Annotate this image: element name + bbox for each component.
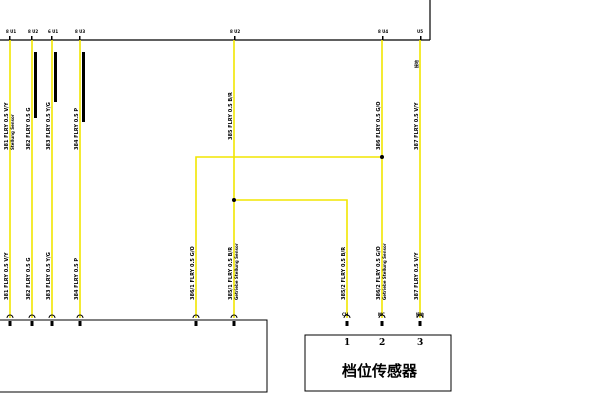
svg-text:387 FLRY 0.5 V/Y: 387 FLRY 0.5 V/Y bbox=[414, 252, 420, 300]
svg-text:8 U3: 8 U3 bbox=[75, 29, 85, 34]
svg-text:8 U2: 8 U2 bbox=[28, 29, 38, 34]
svg-text:8 U1: 8 U1 bbox=[6, 29, 16, 34]
svg-text:8 U2: 8 U2 bbox=[230, 29, 240, 34]
bus-ticks bbox=[9, 36, 422, 40]
wires bbox=[9, 40, 421, 318]
splice-dot-1 bbox=[380, 155, 384, 159]
sensor-pin-1: 1 bbox=[344, 338, 350, 348]
svg-text:8 U4: 8 U4 bbox=[378, 29, 388, 34]
svg-text:U5: U5 bbox=[417, 29, 423, 34]
svg-text:384 FLRY 0.5 P: 384 FLRY 0.5 P bbox=[74, 108, 80, 150]
splice-dot-2 bbox=[232, 198, 236, 202]
gear-sensor-connector-frame bbox=[304, 334, 452, 392]
sensor-pin-3: 3 bbox=[417, 338, 423, 348]
sensor-pin-codes: CH MC 接地 bbox=[342, 311, 424, 317]
svg-text:CH: CH bbox=[342, 312, 348, 317]
svg-text:6 U1: 6 U1 bbox=[48, 29, 58, 34]
svg-text:381 FLRY 0.5 V/Y: 381 FLRY 0.5 V/Y bbox=[4, 252, 10, 300]
svg-text:386 FLRY 0.5 G/O: 386 FLRY 0.5 G/O bbox=[376, 102, 382, 151]
ecu-connector-frame bbox=[0, 319, 268, 393]
connector-pins bbox=[6, 314, 424, 326]
svg-text:384 FLRY 0.5 P: 384 FLRY 0.5 P bbox=[74, 258, 80, 300]
svg-text:383 FLRY 0.5 Y/G: 383 FLRY 0.5 Y/G bbox=[46, 252, 52, 300]
gear-sensor-label: 档位传感器 bbox=[342, 362, 418, 380]
svg-text:387 FLRY 0.5 V/Y: 387 FLRY 0.5 V/Y bbox=[414, 102, 420, 150]
svg-text:385/2 FLRY 0.5 B/R: 385/2 FLRY 0.5 B/R bbox=[341, 247, 347, 300]
svg-text:Getriebe Stellung Sensor: Getriebe Stellung Sensor bbox=[382, 243, 387, 300]
shield-bars bbox=[34, 52, 85, 122]
svg-text:Stellung Sensor: Stellung Sensor bbox=[10, 114, 15, 150]
svg-text:382 FLRY 0.5 G: 382 FLRY 0.5 G bbox=[26, 258, 32, 300]
top-pin-labels: 8 U1 8 U2 6 U1 8 U3 8 U2 8 U4 U5 bbox=[6, 29, 423, 34]
svg-text:386/1 FLRY 0.5 G/O: 386/1 FLRY 0.5 G/O bbox=[190, 246, 196, 300]
svg-text:382 FLRY 0.5 G: 382 FLRY 0.5 G bbox=[26, 108, 32, 150]
svg-text:385 FLRY 0.5 B/R: 385 FLRY 0.5 B/R bbox=[228, 92, 234, 140]
svg-text:接地: 接地 bbox=[413, 60, 419, 68]
svg-text:385/1 FLRY 0.5 B/R: 385/1 FLRY 0.5 B/R bbox=[228, 247, 234, 300]
svg-text:381 FLRY 0.5 V/Y: 381 FLRY 0.5 V/Y bbox=[4, 102, 10, 150]
wire-code-labels: 381 FLRY 0.5 V/Y Stellung Sensor 382 FLR… bbox=[4, 60, 420, 300]
svg-text:Getriebe Stellung Sensor: Getriebe Stellung Sensor bbox=[234, 243, 239, 300]
svg-text:MC: MC bbox=[378, 312, 385, 317]
sensor-pin-2: 2 bbox=[379, 338, 385, 348]
svg-text:383 FLRY 0.5 Y/G: 383 FLRY 0.5 Y/G bbox=[46, 102, 52, 150]
svg-text:接地: 接地 bbox=[416, 311, 424, 317]
svg-text:386/2 FLRY 0.5 G/O: 386/2 FLRY 0.5 G/O bbox=[376, 246, 382, 300]
